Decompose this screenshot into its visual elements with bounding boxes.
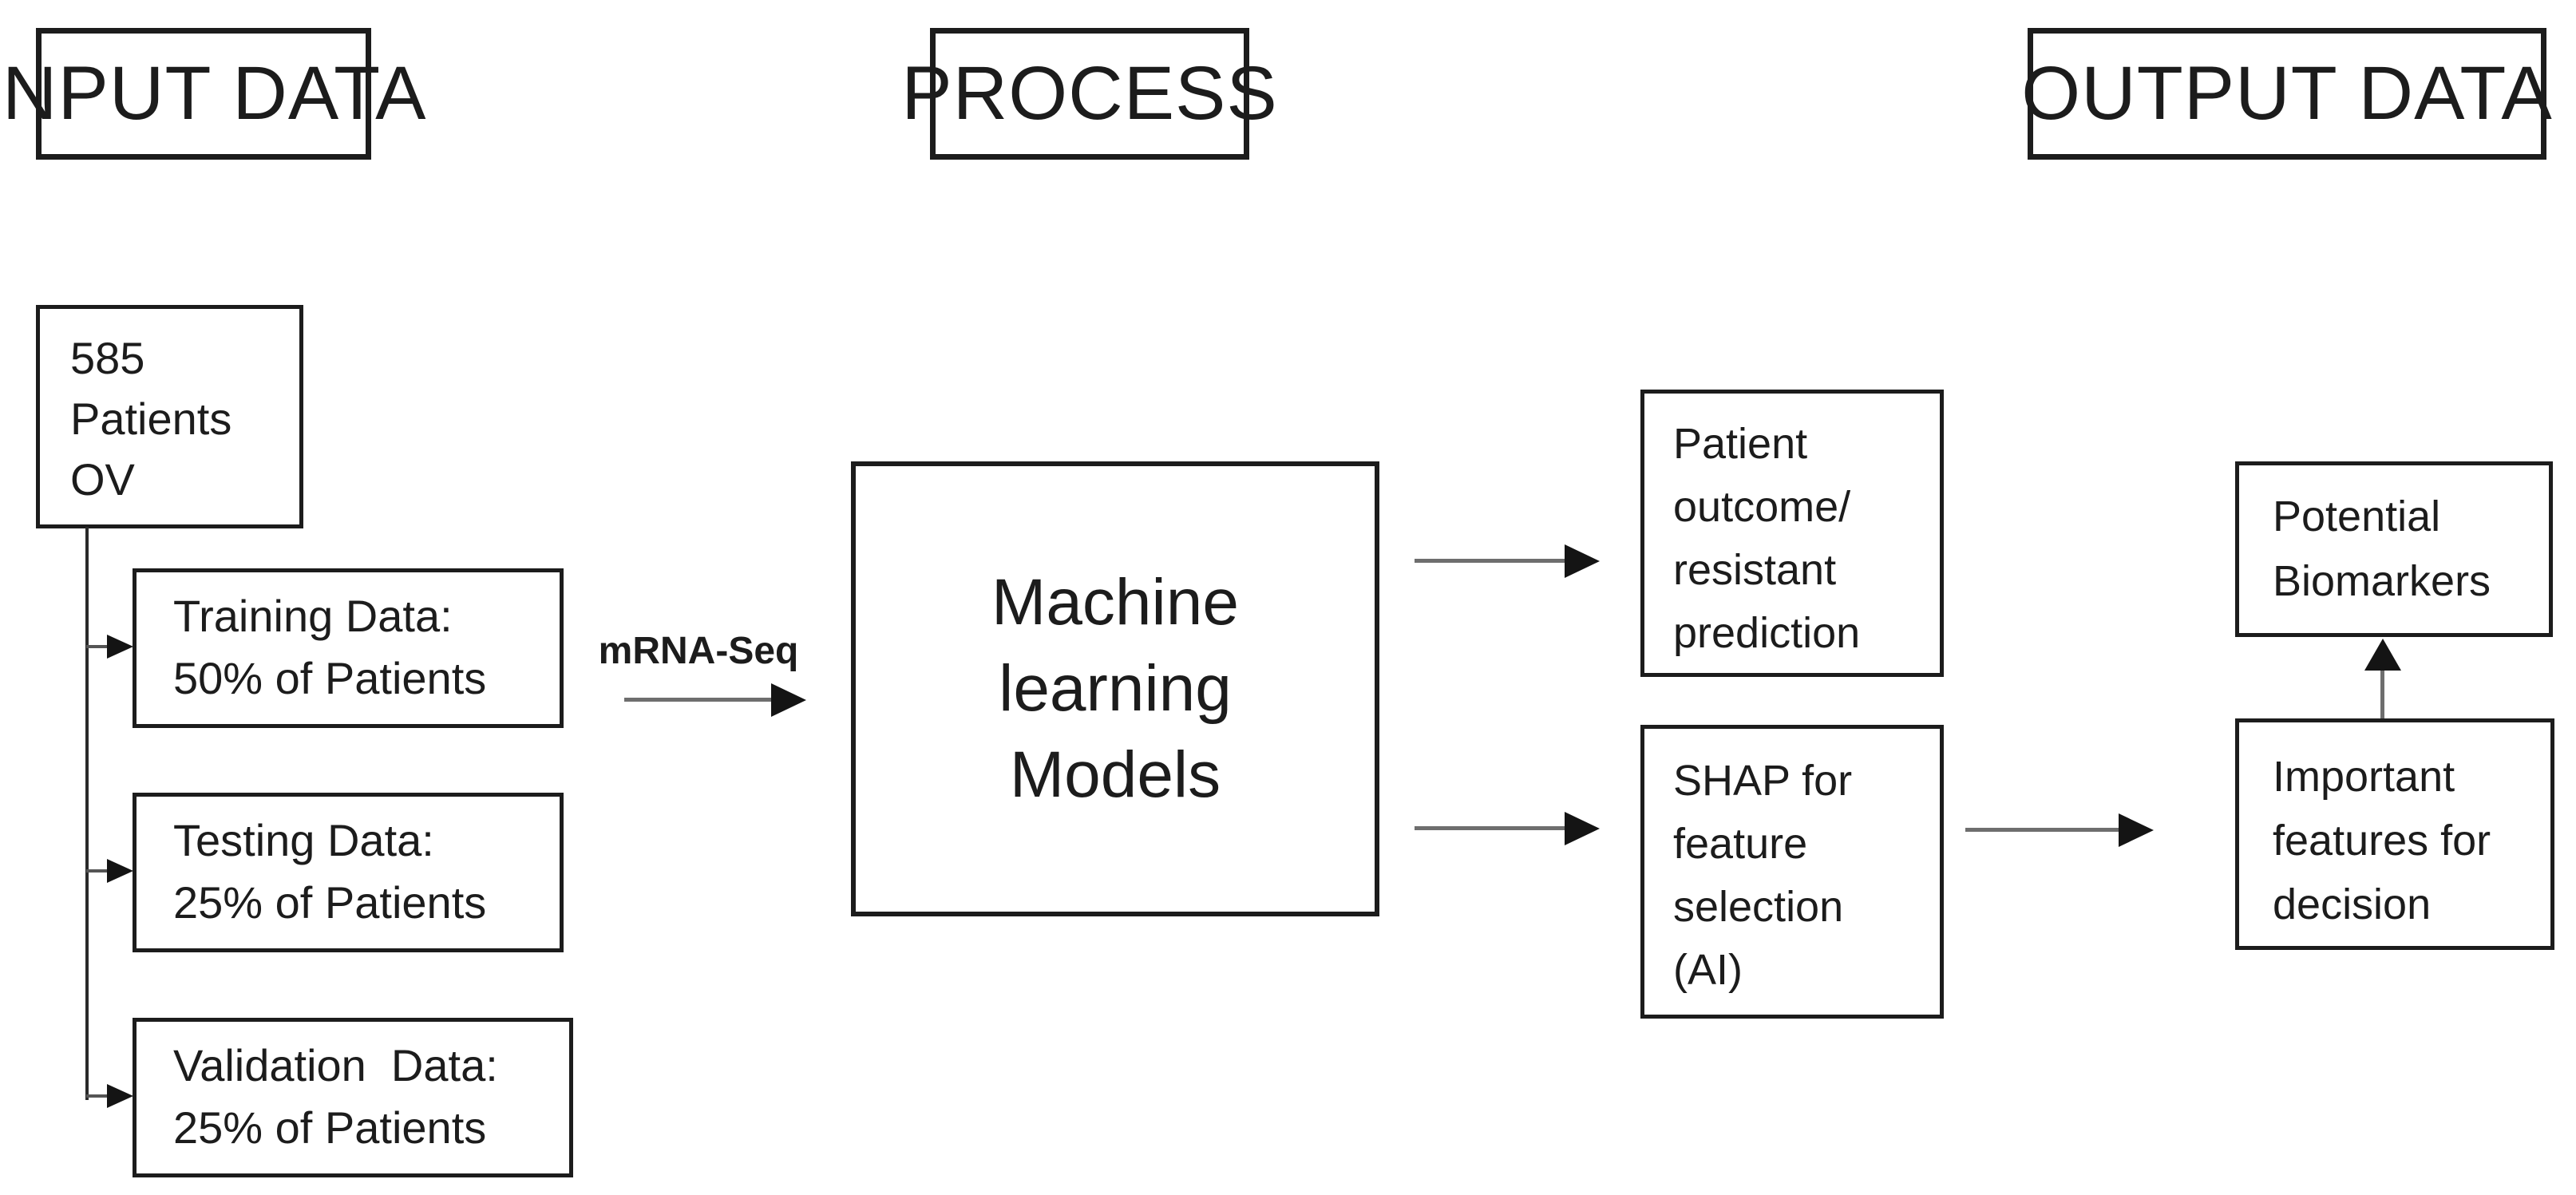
arrowhead-right-icon <box>771 683 806 717</box>
node-patients-ov: 585 Patients OV <box>36 305 303 528</box>
input-data-header: INPUT DATA <box>0 28 425 160</box>
input-data-header-label: INPUT DATA <box>0 51 427 136</box>
arrowhead-right-icon <box>1565 544 1600 578</box>
node-important-features-label: Important features for decision <box>2273 753 2491 928</box>
node-testing-data: Testing Data: 25% of Patients <box>133 793 564 952</box>
arrowhead-right-icon <box>107 859 133 883</box>
arrow-shap-to-features-shaft <box>1965 828 2120 832</box>
arrow-ml-to-outcome-shaft <box>1415 559 1566 563</box>
node-potential-biomarkers-label: Potential Biomarkers <box>2273 493 2491 605</box>
node-testing-data-label: Testing Data: 25% of Patients <box>173 815 487 928</box>
arrow-features-to-biomarkers-shaft <box>2380 669 2384 718</box>
arrowhead-right-icon <box>107 635 133 659</box>
node-validation-data-label: Validation Data: 25% of Patients <box>173 1040 498 1153</box>
arrowhead-right-icon <box>2119 813 2154 847</box>
arrow-ml-to-shap-shaft <box>1415 826 1566 830</box>
arrowhead-right-icon <box>107 1084 133 1108</box>
process-header: PROCESS <box>901 28 1277 160</box>
node-shap-feature-selection: SHAP for feature selection (AI) <box>1640 725 1944 1019</box>
node-important-features: Important features for decision <box>2235 718 2554 950</box>
output-data-header: OUTPUT DATA <box>2021 28 2552 160</box>
patients-split-connector-line <box>85 527 89 1100</box>
node-training-data: Training Data: 50% of Patients <box>133 568 564 728</box>
node-validation-data: Validation Data: 25% of Patients <box>133 1018 573 1177</box>
node-shap-feature-selection-label: SHAP for feature selection (AI) <box>1673 757 1853 994</box>
node-potential-biomarkers: Potential Biomarkers <box>2235 461 2553 637</box>
node-machine-learning-models: Machine learning Models <box>851 461 1379 916</box>
arrow-patients-to-validation-shaft <box>86 1094 109 1098</box>
node-patient-outcome-prediction: Patient outcome/ resistant prediction <box>1640 390 1944 677</box>
process-header-label: PROCESS <box>901 51 1278 136</box>
arrowhead-right-icon <box>1565 812 1600 845</box>
node-machine-learning-models-label: Machine learning Models <box>991 566 1239 811</box>
output-data-header-label: OUTPUT DATA <box>2021 51 2553 136</box>
mrna-seq-edge-label: mRNA-Seq <box>598 630 799 672</box>
node-training-data-label: Training Data: 50% of Patients <box>173 591 487 703</box>
arrow-patients-to-testing-shaft <box>86 869 109 873</box>
node-patients-ov-label: 585 Patients OV <box>70 333 232 505</box>
arrow-input-to-ml-shaft <box>624 698 773 702</box>
arrowhead-up-icon <box>2364 639 2401 671</box>
arrow-patients-to-training-shaft <box>86 645 109 648</box>
node-patient-outcome-prediction-label: Patient outcome/ resistant prediction <box>1673 420 1861 657</box>
